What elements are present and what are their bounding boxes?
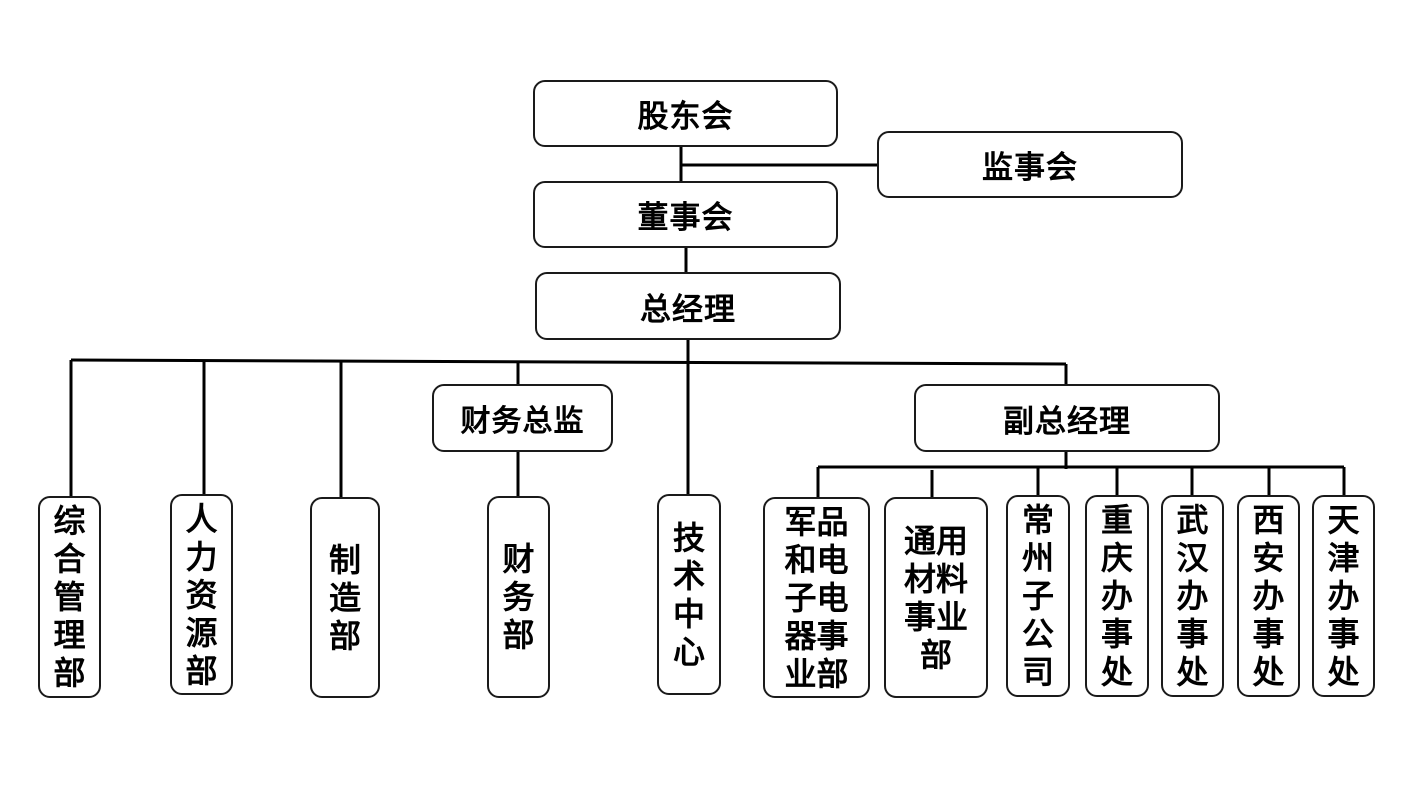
node-board-label: 董事会 (637, 200, 734, 236)
dept-general-management-label: 综合管理部 (53, 502, 86, 692)
dept-tianjin-office-label: 天津办事处 (1327, 501, 1360, 691)
dept-finance-label: 财务部 (502, 540, 535, 654)
dept-wuhan-office: 武汉办事处 (1161, 495, 1224, 697)
dept-changzhou-subsidiary-label: 常州子公司 (1021, 501, 1054, 691)
node-supervisors: 监事会 (877, 131, 1183, 198)
dept-chongqing-office: 重庆办事处 (1085, 495, 1149, 697)
dept-tianjin-office: 天津办事处 (1312, 495, 1375, 697)
node-deputy-gm-label: 副总经理 (1003, 403, 1131, 440)
dept-xian-office-label: 西安办事处 (1252, 501, 1285, 691)
dept-general-materials: 通用材料事业部 (884, 497, 988, 698)
dept-military-electronics-label: 军品和电子电器事业部 (784, 502, 849, 693)
node-shareholders: 股东会 (533, 80, 838, 147)
node-board: 董事会 (533, 181, 838, 248)
node-supervisors-label: 监事会 (982, 150, 1078, 186)
dept-manufacturing: 制造部 (310, 497, 380, 698)
node-deputy-gm: 副总经理 (914, 384, 1220, 452)
dept-xian-office: 西安办事处 (1237, 495, 1300, 697)
dept-tech-center-label: 技术中心 (672, 518, 705, 671)
line-main-bus (70, 358, 1067, 366)
dept-human-resources-label: 人力资源部 (185, 499, 218, 690)
dept-military-electronics: 军品和电子电器事业部 (763, 497, 870, 698)
dept-wuhan-office-label: 武汉办事处 (1176, 501, 1209, 691)
node-general-manager: 总经理 (535, 272, 841, 340)
node-general-manager-label: 总经理 (640, 291, 736, 328)
dept-finance: 财务部 (487, 496, 550, 698)
dept-tech-center: 技术中心 (657, 494, 721, 695)
node-shareholders-label: 股东会 (637, 99, 734, 135)
dept-general-management: 综合管理部 (38, 496, 101, 698)
dept-chongqing-office-label: 重庆办事处 (1100, 501, 1133, 691)
dept-general-materials-label: 通用材料事业部 (903, 521, 968, 674)
node-cfo-label: 财务总监 (460, 404, 585, 439)
dept-changzhou-subsidiary: 常州子公司 (1006, 495, 1070, 697)
dept-manufacturing-label: 制造部 (328, 540, 361, 655)
dept-human-resources: 人力资源部 (170, 494, 233, 695)
node-cfo: 财务总监 (432, 384, 613, 452)
